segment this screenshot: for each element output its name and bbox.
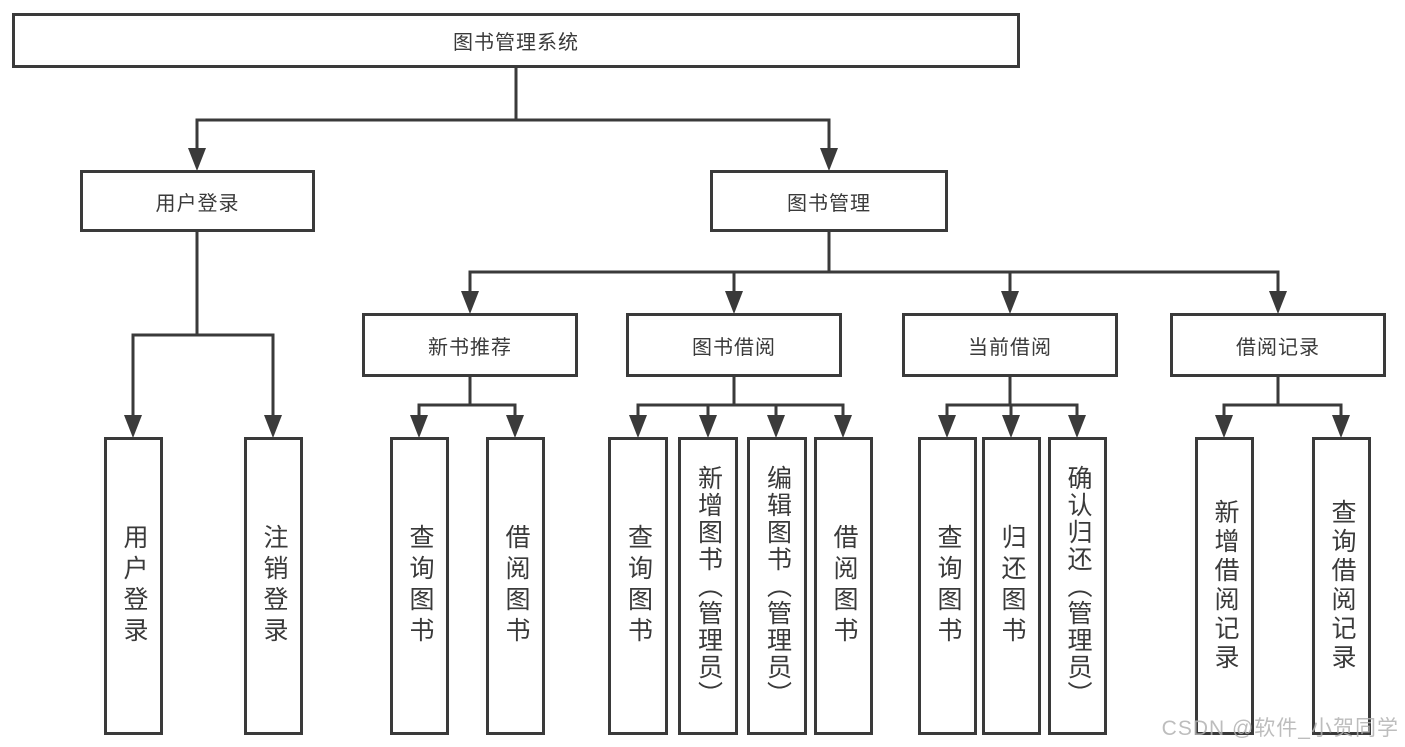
node-nb-query-book: 查询图书 bbox=[390, 437, 449, 735]
node-bb-borrow-book: 借阅图书 bbox=[814, 437, 873, 735]
node-new-book-recommend: 新书推荐 bbox=[362, 313, 578, 377]
node-cb-confirm-return-admin: 确认归还（管理员） bbox=[1048, 437, 1107, 735]
node-br-add-record: 新增借阅记录 bbox=[1195, 437, 1254, 735]
node-user-login-action: 用户登录 bbox=[104, 437, 163, 735]
node-book-management: 图书管理 bbox=[710, 170, 948, 232]
node-bb-add-book-admin: 新增图书（管理员） bbox=[678, 437, 738, 735]
node-current-borrow: 当前借阅 bbox=[902, 313, 1118, 377]
node-br-query-record: 查询借阅记录 bbox=[1312, 437, 1371, 735]
node-nb-borrow-book: 借阅图书 bbox=[486, 437, 545, 735]
node-book-borrow: 图书借阅 bbox=[626, 313, 842, 377]
node-root: 图书管理系统 bbox=[12, 13, 1020, 68]
node-user-login: 用户登录 bbox=[80, 170, 315, 232]
node-borrow-records: 借阅记录 bbox=[1170, 313, 1386, 377]
node-logout-action: 注销登录 bbox=[244, 437, 303, 735]
csdn-watermark: CSDN @软件_小贺同学 bbox=[1161, 717, 1399, 740]
node-cb-return-book: 归还图书 bbox=[982, 437, 1041, 735]
node-cb-query-book: 查询图书 bbox=[918, 437, 977, 735]
node-bb-query-book: 查询图书 bbox=[608, 437, 668, 735]
node-bb-edit-book-admin: 编辑图书（管理员） bbox=[747, 437, 807, 735]
